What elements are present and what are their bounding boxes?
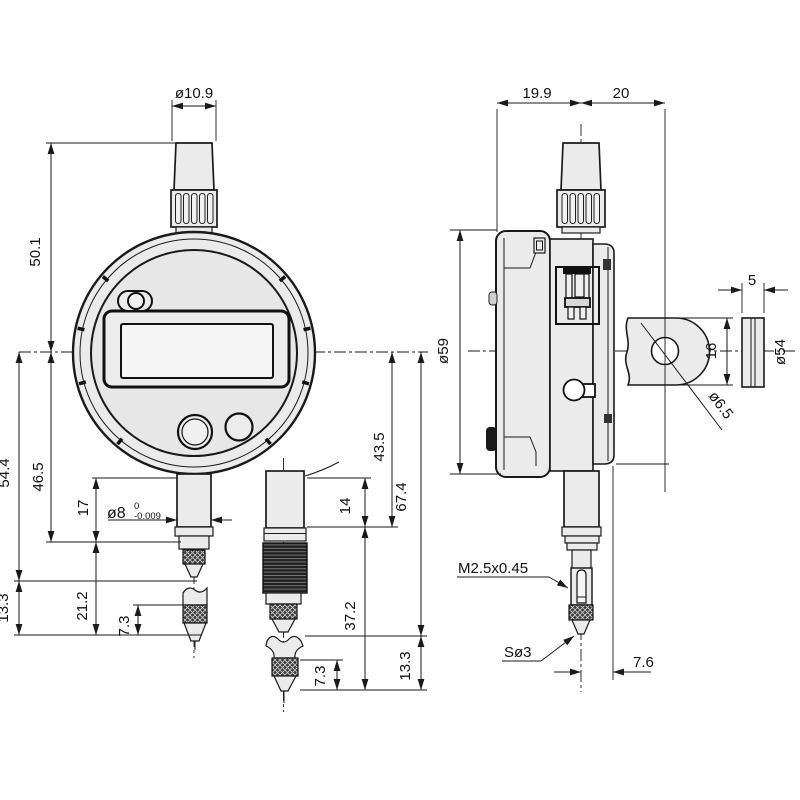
dim-5: 5: [748, 272, 756, 289]
dim-tip-spec: Sø3: [504, 644, 532, 661]
bezel-bottom-panel: [504, 436, 537, 466]
variant-knurl: [269, 603, 298, 620]
break-line: [304, 461, 340, 477]
dim-46-5: 46.5: [30, 462, 47, 491]
front-stem-ring1: [174, 526, 214, 537]
front-bezel-ticks: [77, 275, 311, 446]
variant-stem: [265, 470, 305, 529]
side-button: [486, 427, 497, 451]
contact-point-detail: [182, 586, 208, 650]
variant-cone: [270, 618, 297, 633]
front-stem: [176, 473, 212, 528]
keyhole: [562, 378, 596, 402]
mounting-lug-detail: [624, 317, 723, 431]
dim-thread-spec: M2.5x0.45: [458, 560, 528, 577]
dim-16: 16: [703, 343, 720, 360]
dimensions-front: [14, 100, 232, 636]
button-left-inner: [181, 418, 209, 446]
dim-7-3-left: 7.3: [116, 616, 133, 637]
front-view: [71, 142, 317, 581]
dim-13-3-mid: 13.3: [397, 651, 414, 680]
front-bezel-ring: [79, 238, 309, 468]
front-tip-cone: [184, 563, 204, 578]
contact-screw: [576, 569, 587, 604]
side-view: [486, 142, 615, 638]
back-clip-bottom: [604, 414, 612, 423]
dim-14: 14: [337, 498, 354, 515]
dim-50-1: 50.1: [27, 237, 44, 266]
back-plate-detail: [741, 317, 765, 388]
dim-19-9: 19.9: [522, 85, 551, 102]
dim-21-2: 21.2: [74, 591, 91, 620]
dim-dia-54: ø54: [772, 339, 789, 365]
dim-dia-8-tol-upper: 0: [134, 501, 139, 512]
dim-20: 20: [613, 85, 630, 102]
dimension-labels: ø10.9 50.1 54.4 46.5 17 ø8 0 -0.009 13.3…: [0, 85, 789, 686]
dim-dia-59: ø59: [435, 338, 452, 364]
side-cap: [560, 142, 602, 191]
front-cap-grooves: [175, 193, 214, 224]
stem-variant-view: [262, 461, 340, 637]
dim-54-4: 54.4: [0, 458, 13, 487]
front-stem-ring2: [178, 535, 210, 550]
side-ring3: [566, 542, 598, 551]
dim-7-6: 7.6: [633, 654, 654, 671]
dim-dia-6-5: ø6.5: [705, 388, 737, 422]
dimensions-variant: [300, 352, 427, 691]
lug-hole-diameter-line: [640, 322, 723, 431]
slide-switch-knob: [127, 292, 145, 310]
dimensions-side: [450, 99, 788, 680]
lcd-screen: [120, 323, 274, 379]
dim-17: 17: [75, 500, 92, 517]
side-back-cover: [592, 243, 615, 465]
dim-dia-10-9: ø10.9: [175, 85, 213, 102]
dim-dia-8: ø8: [107, 505, 126, 522]
dim-43-5: 43.5: [371, 432, 388, 461]
side-pin: [488, 291, 498, 306]
side-ring2: [564, 535, 600, 544]
dim-dia-8-tol-lower: -0.009: [134, 511, 161, 522]
side-spindle: [571, 549, 592, 571]
side-stem: [563, 470, 600, 528]
side-cap-neck: [561, 226, 601, 234]
flange-detail: [265, 635, 304, 703]
dim-37-2: 37.2: [342, 601, 359, 630]
variant-collar: [263, 527, 307, 542]
front-cap: [173, 142, 215, 191]
dim-7-3-mid: 7.3: [312, 666, 329, 687]
variant-thread: [262, 542, 308, 594]
dim-13-3-left: 13.3: [0, 593, 12, 622]
bezel-tab: [533, 237, 546, 254]
button-right: [224, 412, 254, 442]
dim-67-4: 67.4: [393, 482, 410, 511]
side-tip-knurl: [568, 604, 594, 621]
stem-clamp: [555, 266, 600, 325]
front-tip-knurl: [182, 549, 206, 565]
variant-clamp: [265, 592, 302, 605]
side-cap-grooves: [561, 193, 600, 224]
side-tip-cone: [571, 619, 591, 635]
side-ring1: [561, 526, 602, 537]
back-clip-top: [603, 259, 611, 270]
